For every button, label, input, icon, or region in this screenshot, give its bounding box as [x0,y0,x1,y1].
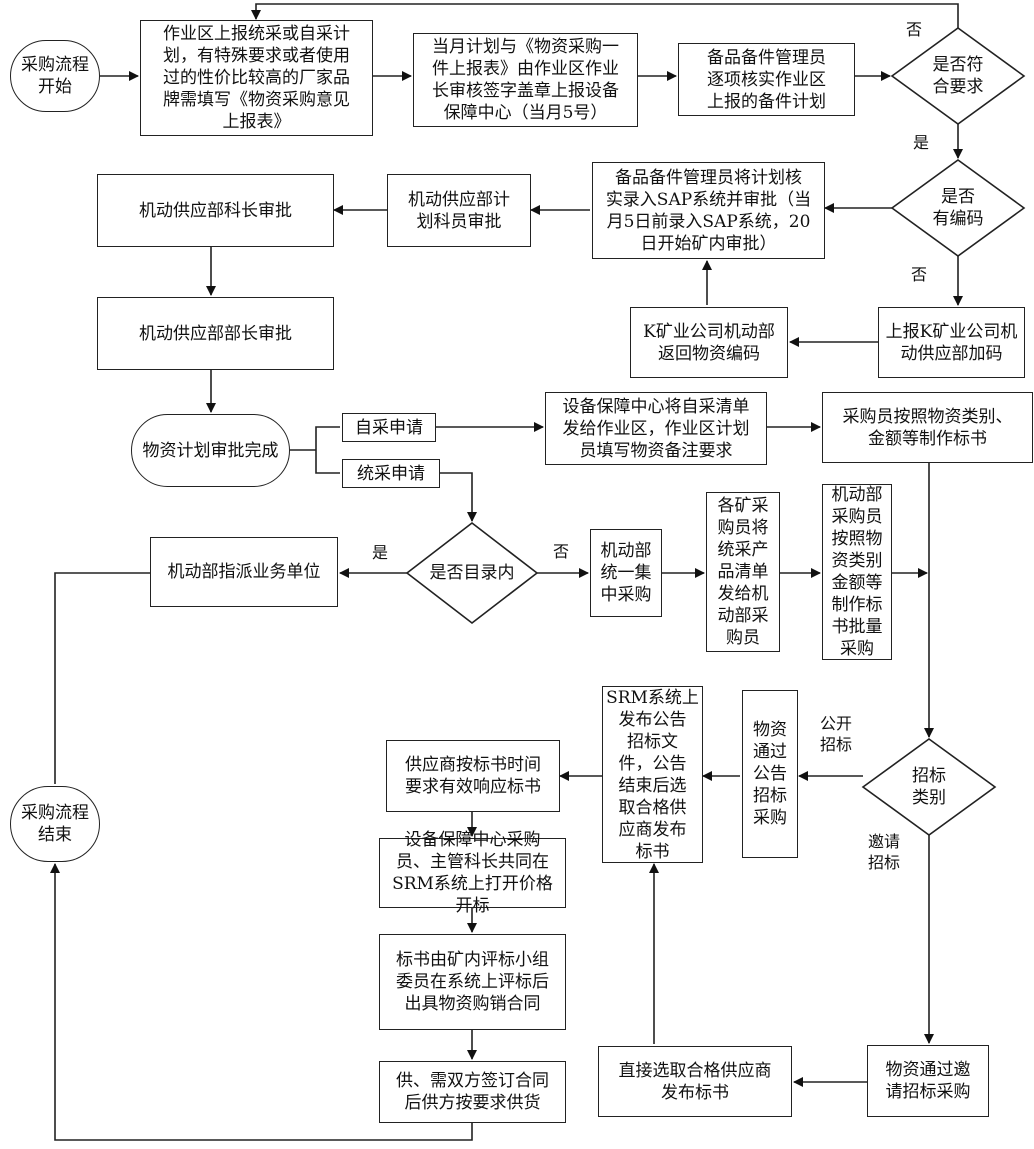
dept-buyer-box: 机动部 采购员 按照物 资类别 金额等 制作标 书批量 采购 [822,484,892,660]
enter-sap-box: 备品备件管理员将计划核 实录入SAP系统并审批（当 月5日前录入SAP系统，20… [592,162,825,259]
decision-tender-type: 招标 类别 [912,766,946,808]
self-apply-box: 自采申请 [342,413,436,442]
section-chief-box: 机动供应部科长审批 [97,174,334,247]
direct-select-box: 直接选取合格供应商 发布标书 [598,1046,792,1117]
unified-apply-box: 统采申请 [342,459,440,488]
monthly-plan-box: 当月计划与《物资采购一 件上报表》由作业区作业 长审核签字盖章上报设备 保障中心… [413,33,638,127]
decision-catalog-shape [405,521,539,625]
invite-tender-box: 物资通过邀 请招标采购 [867,1045,989,1117]
connector-conform-no-loop [251,3,959,28]
srm-publish-box: SRM系统上 发布公告 招标文 件，公告 结束后选 取合格供 应商发布 标书 [602,686,703,863]
connector-unified-to-catalog [440,472,477,522]
label-public-tender: 公开 招标 [820,714,853,754]
decision-code: 是否 有编码 [932,187,984,229]
buyer-tender-box: 采购员按照物资类别、 金额等制作标书 [822,392,1033,463]
evaluate-box: 标书由矿内评标小组 委员在系统上评标后 出具物资购销合同 [379,934,566,1030]
assign-unit-box: 机动部指派业务单位 [150,537,338,607]
minister-box: 机动供应部部长审批 [97,297,334,370]
supplier-respond-box: 供应商按标书时间 要求有效响应标书 [386,740,560,812]
label-catalog-yes: 是 [372,543,389,562]
center-list-box: 设备保障中心将自采清单 发给作业区，作业区计划 员填写物资备注要求 [545,392,767,465]
fill-plan-box: 作业区上报统采或自采计 划，有特殊要求或者使用 过的性价比较高的厂家品 牌需填写… [140,20,373,136]
label-catalog-no: 否 [553,542,570,561]
k-return-box: K矿业公司机动部 返回物资编码 [630,307,788,378]
decision-conform: 是否符 合要求 [932,55,984,97]
planner-approve-box: 机动供应部计 划科员审批 [387,174,531,247]
sign-contract-box: 供、需双方签订合同 后供方按要求供货 [379,1061,566,1123]
label-conform-no: 否 [906,20,923,39]
end-terminal: 采购流程 结束 [10,786,100,862]
connector-done-branch [290,426,340,474]
label-invite-tender: 邀请 招标 [868,832,901,872]
label-code-no: 否 [911,265,928,284]
plan-done-terminal: 物资计划审批完成 [131,414,290,487]
public-tender-box: 物资 通过 公告 招标 采购 [742,690,798,858]
verify-spare-box: 备品备件管理员 逐项核实作业区 上报的备件计划 [678,43,855,116]
start-terminal: 采购流程 开始 [10,40,100,112]
label-conform-yes: 是 [913,133,930,152]
decision-catalog: 是否目录内 [429,563,515,583]
connector-assign-to-end [54,572,150,784]
connector-sign-to-end [50,863,473,1141]
report-k-box: 上报K矿业公司机 动供应部加码 [878,307,1025,378]
open-bid-box: 设备保障中心采购 员、主管科长共同在 SRM系统上打开价格 开标 [379,830,566,916]
central-purchase-box: 机动部 统一集 中采购 [590,529,662,617]
mine-buyers-box: 各矿采 购员将 统采产 品清单 发给机 动部采 购员 [706,492,780,652]
